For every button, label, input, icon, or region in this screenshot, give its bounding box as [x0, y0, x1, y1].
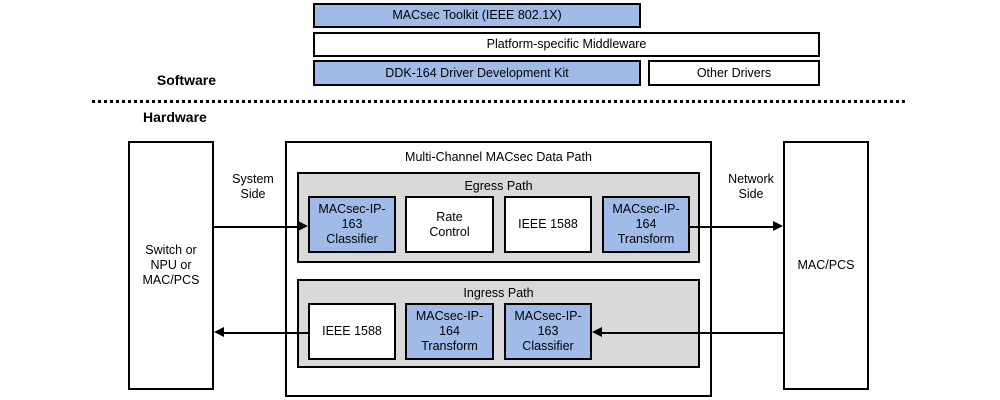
right-block-mac-pcs[interactable]: MAC/PCS: [783, 141, 869, 390]
block-line-2: 164: [635, 217, 657, 232]
egress-block-ieee-1588[interactable]: IEEE 1588: [504, 196, 592, 253]
left-block-line-3: MAC/PCS: [142, 272, 200, 287]
ingress-path-title-text: Ingress Path: [463, 286, 534, 300]
software-block-label: MACsec Toolkit (IEEE 802.1X): [392, 8, 562, 23]
block-line-3: Transform: [421, 338, 478, 353]
datapath-title: Multi-Channel MACsec Data Path: [287, 150, 710, 165]
software-hardware-divider: [92, 100, 905, 103]
connector-egress-to-network: [690, 226, 773, 228]
block-line-2: 164: [439, 324, 460, 339]
software-block-other-drivers[interactable]: Other Drivers: [648, 60, 820, 86]
system-side-line-1: System: [232, 172, 274, 186]
block-line-3: Transform: [617, 231, 675, 246]
block-line-2: 163: [537, 324, 559, 339]
system-side-label: System Side: [220, 172, 286, 202]
left-block-line-1: Switch or: [145, 243, 197, 258]
block-line-1: Rate: [436, 209, 463, 224]
block-line-3: Classifier: [522, 338, 574, 353]
datapath-title-text: Multi-Channel MACsec Data Path: [405, 150, 592, 164]
block-line-1: MACsec-IP-: [612, 202, 680, 217]
left-block-switch-npu-macpcs[interactable]: Switch or NPU or MAC/PCS: [128, 141, 214, 390]
block-line-1: MACsec-IP-: [318, 202, 386, 217]
egress-block-macsec-ip-163-classifier[interactable]: MACsec-IP- 163 Classifier: [308, 196, 396, 253]
ingress-block-ieee-1588[interactable]: IEEE 1588: [308, 303, 396, 360]
block-line-2: 163: [341, 217, 363, 232]
section-label-software: Software: [96, 72, 216, 88]
egress-block-rate-control[interactable]: Rate Control: [405, 196, 494, 253]
software-block-ddk-164[interactable]: DDK-164 Driver Development Kit: [313, 60, 641, 86]
connector-ingress-to-system: [224, 332, 310, 334]
ingress-block-macsec-ip-164-transform[interactable]: MACsec-IP- 164 Transform: [405, 303, 494, 360]
block-line-1: IEEE 1588: [518, 217, 578, 232]
software-block-macsec-toolkit[interactable]: MACsec Toolkit (IEEE 802.1X): [313, 3, 641, 28]
block-line-2: Control: [429, 224, 470, 239]
system-side-line-2: Side: [240, 187, 266, 201]
connector-network-to-ingress: [602, 332, 783, 334]
egress-path-title-text: Egress Path: [464, 179, 533, 193]
block-line-1: MACsec-IP-: [415, 309, 484, 324]
software-block-label: Platform-specific Middleware: [486, 37, 647, 52]
software-block-label: DDK-164 Driver Development Kit: [385, 65, 569, 80]
egress-block-macsec-ip-164-transform[interactable]: MACsec-IP- 164 Transform: [602, 196, 690, 253]
block-line-3: Classifier: [326, 231, 378, 246]
block-line-1: MACsec-IP-: [514, 309, 582, 324]
block-line-1: IEEE 1588: [322, 324, 382, 339]
software-block-label: Other Drivers: [696, 65, 772, 80]
right-block-label: MAC/PCS: [797, 258, 855, 273]
network-side-label: Network Side: [718, 172, 784, 202]
software-block-middleware[interactable]: Platform-specific Middleware: [313, 32, 820, 57]
egress-path-title: Egress Path: [299, 179, 698, 194]
connector-system-to-egress: [213, 226, 298, 228]
arrowhead-ingress-to-system: [214, 327, 224, 337]
ingress-path-title: Ingress Path: [299, 286, 698, 301]
arrowhead-system-to-egress: [298, 221, 308, 231]
hardware-label-text: Hardware: [143, 109, 207, 125]
network-side-line-1: Network: [728, 172, 774, 186]
network-side-line-2: Side: [738, 187, 764, 201]
section-label-hardware: Hardware: [143, 109, 207, 125]
ingress-block-macsec-ip-163-classifier[interactable]: MACsec-IP- 163 Classifier: [504, 303, 592, 360]
left-block-line-2: NPU or: [150, 258, 192, 273]
software-label-text: Software: [156, 72, 216, 88]
arrowhead-network-to-ingress: [592, 327, 602, 337]
arrowhead-egress-to-network: [773, 221, 783, 231]
